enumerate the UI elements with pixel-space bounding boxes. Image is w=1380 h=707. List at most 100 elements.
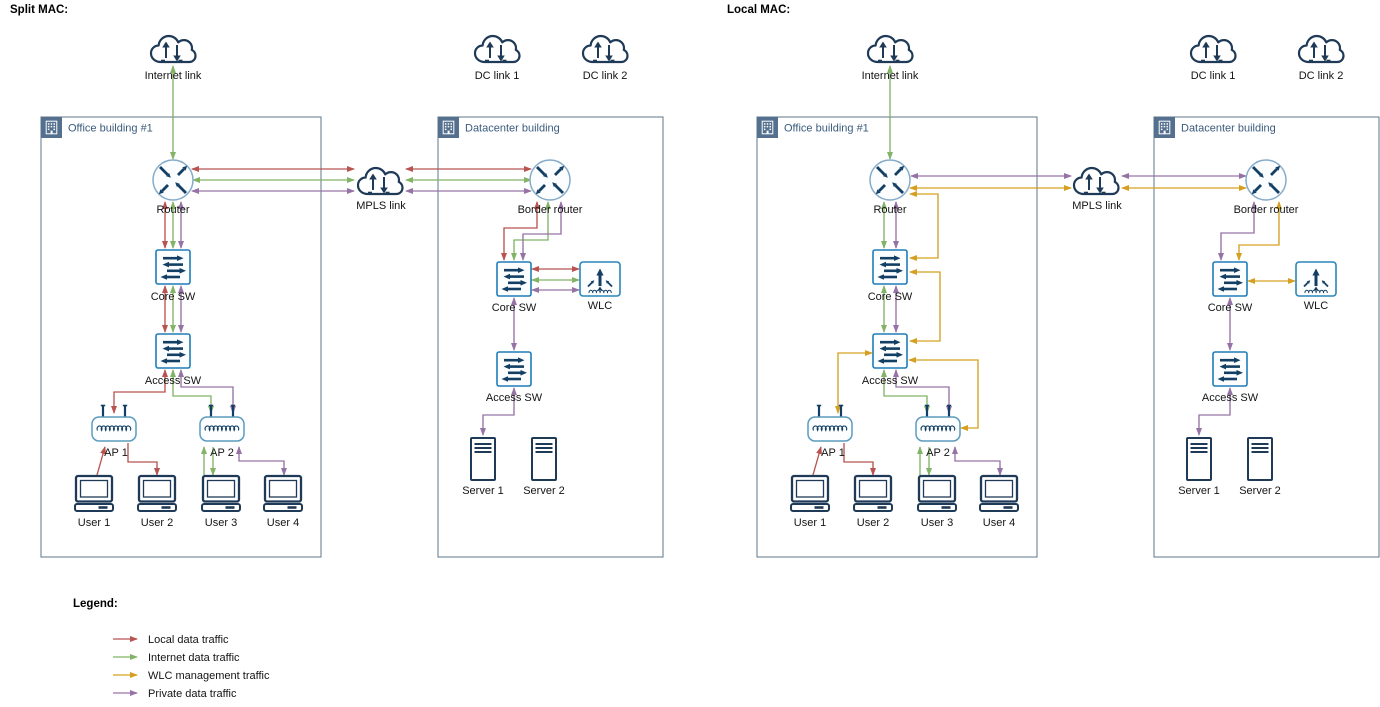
dc-link1-cloud-icon [1189,34,1237,64]
lm-datacenter-building-box [1153,116,1380,558]
ap2-icon [198,404,246,443]
access-switch-icon [871,332,909,370]
lm-links [812,65,1296,476]
user3-computer-icon [200,474,242,513]
lm-office-building-box [756,116,1038,558]
server2-icon [531,437,557,481]
sm-link-ap1-user2 [127,443,160,476]
border-router-icon [528,158,572,202]
sm-link-border-dccore-private [520,201,564,261]
legend-local-traffic-label: Local data traffic [148,634,229,646]
user3-label: User 3 [205,517,237,529]
core-switch-icon [871,248,909,286]
wlc-label: WLC [588,300,613,312]
split-mac-heading: Split MAC: [10,4,68,16]
dc-link1-label: DC link 1 [1191,70,1236,82]
mpls-cloud-icon [356,166,404,196]
dc-access-switch-icon [495,350,533,388]
lm-link-router-core-wlcmgmt [909,191,939,261]
ap2-label: AP 2 [926,447,950,459]
lm-link-ap1-user2 [843,443,876,476]
wlc-icon [578,260,622,298]
internet-link-label: Internet link [862,70,919,82]
user2-computer-icon [852,474,894,513]
lm-link-ap2-user4 [952,446,1003,476]
internet-cloud-icon [149,34,197,64]
lm-link-access-ap2-private [893,369,952,414]
sm-datacenter-building-box [437,116,664,558]
server1-icon [470,437,496,481]
dc-link1-cloud-icon [473,34,521,64]
user2-label: User 2 [141,517,173,529]
sm-office-building-box [40,116,322,558]
mpls-link-label: MPLS link [1072,200,1122,212]
datacenter-building-title: Datacenter building [1181,123,1276,135]
office-building-title: Office building #1 [68,123,153,135]
dc-link2-cloud-icon [1297,34,1345,64]
legend-wlc-mgmt-traffic-label: WLC management traffic [148,670,270,682]
office-building-title: Office building #1 [784,123,869,135]
core-sw-label: Core SW [151,291,196,303]
datacenter-building-icon [1153,116,1176,139]
server1-label: Server 1 [462,485,504,497]
access-sw-label: Access SW [862,375,919,387]
local-mac-heading: Local MAC: [727,4,790,16]
legend-private-traffic-label: Private data traffic [148,688,237,700]
ap1-label: AP 1 [821,447,845,459]
lm-link-access-ap2-wlcmgmt [908,357,979,431]
office-building-icon [756,116,779,139]
internet-cloud-icon [866,34,914,64]
sm-link-access-ap2-private [178,369,236,414]
user2-computer-icon [136,474,178,513]
lm-link-user1-ap1 [812,446,822,476]
dc-core-sw-label: Core SW [492,302,537,314]
internet-link-label: Internet link [145,70,202,82]
router-label: Router [873,204,906,216]
user3-label: User 3 [921,517,953,529]
sm-link-dcaccess-server1-private [480,387,517,436]
server2-label: Server 2 [1239,485,1281,497]
server2-label: Server 2 [523,485,565,497]
user4-computer-icon [262,474,304,513]
user2-label: User 2 [857,517,889,529]
dc-link1-label: DC link 1 [475,70,520,82]
server1-icon [1186,437,1212,481]
dc-access-sw-label: Access SW [1202,392,1259,404]
user4-label: User 4 [267,517,299,529]
core-sw-label: Core SW [868,291,913,303]
lm-link-border-dccore-wlcmgmt [1236,201,1282,261]
router-label: Router [156,204,189,216]
mpls-link-label: MPLS link [356,200,406,212]
dc-link2-label: DC link 2 [583,70,628,82]
lm-link-core-access-wlcmgmt [909,269,941,344]
wlc-label: WLC [1304,300,1329,312]
office-building-icon [40,116,63,139]
lm-link-access-ap1-wlcmgmt [835,350,873,414]
ap1-label: AP 1 [104,447,128,459]
sm-links [96,65,580,476]
user4-computer-icon [978,474,1020,513]
sm-link-user1-ap1 [96,446,106,476]
dc-core-sw-label: Core SW [1208,302,1253,314]
user1-label: User 1 [794,517,826,529]
sm-link-access-ap1-local [111,369,168,414]
datacenter-building-title: Datacenter building [465,123,560,135]
user1-computer-icon [73,474,115,513]
user3-computer-icon [916,474,958,513]
user1-computer-icon [789,474,831,513]
dc-access-sw-label: Access SW [486,392,543,404]
border-router-label: Border router [518,204,583,216]
lm-link-dcaccess-server1-private [1196,387,1233,436]
dc-core-switch-icon [1211,260,1249,298]
border-router-icon [1244,158,1288,202]
access-switch-icon [154,332,192,370]
dc-link2-label: DC link 2 [1299,70,1344,82]
router-icon [151,158,195,202]
dc-link2-cloud-icon [581,34,629,64]
ap1-icon [806,404,854,443]
mpls-cloud-icon [1072,166,1120,196]
router-icon [868,158,912,202]
datacenter-building-icon [437,116,460,139]
